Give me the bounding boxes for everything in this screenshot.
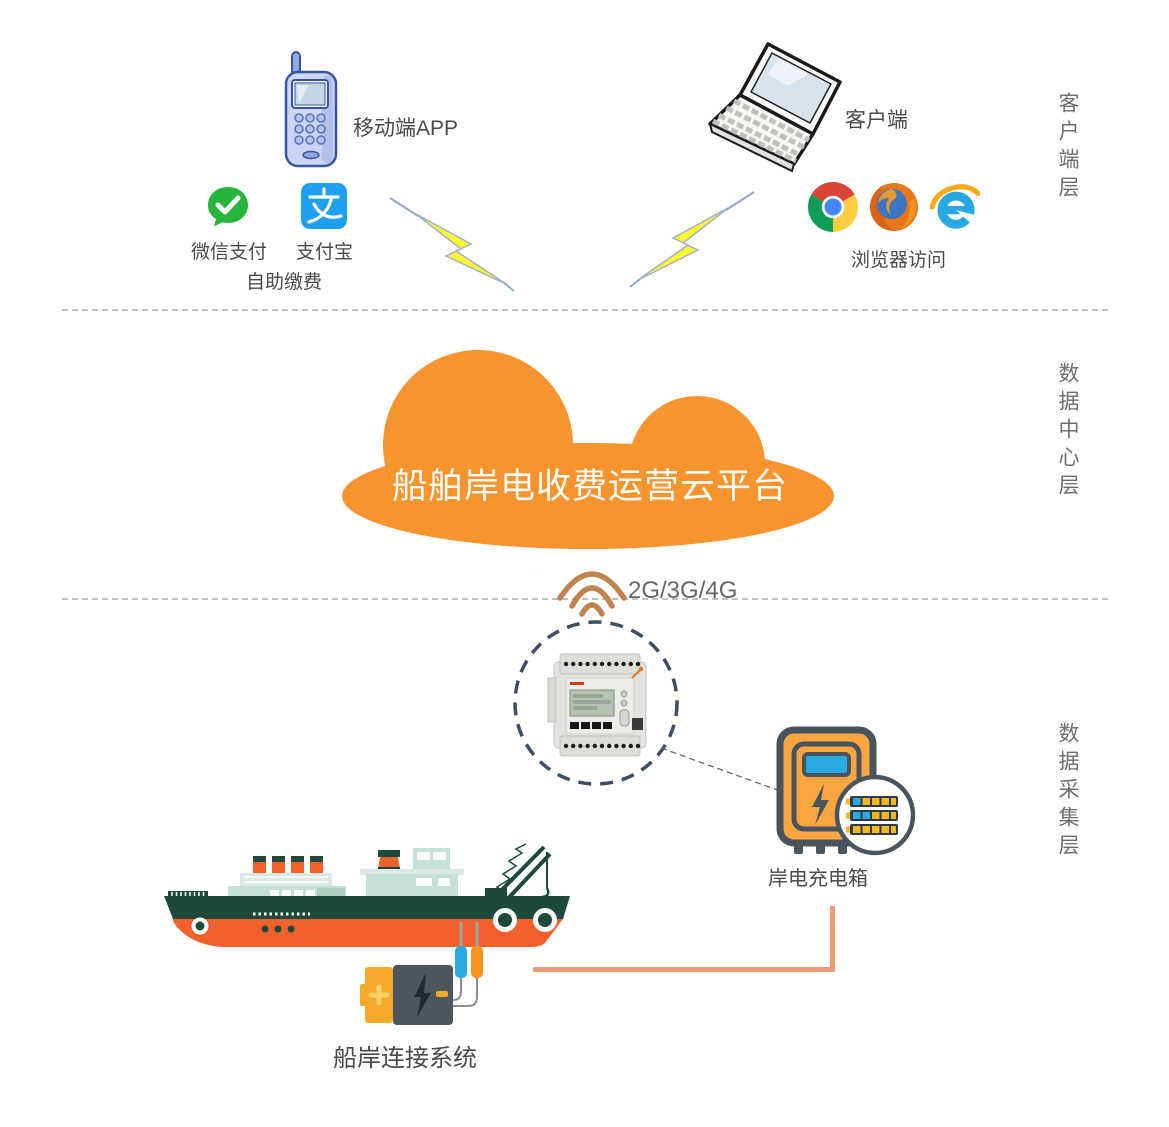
mobile-phone-icon [284, 51, 338, 168]
pc-client-label: 客户端 [845, 109, 908, 132]
charging-cabinet-icon [776, 726, 916, 856]
wifi-signal-icon [557, 571, 627, 617]
lightning-bolt-icon [389, 197, 515, 292]
wechat-pay-label: 微信支付 [191, 242, 268, 263]
lightning-bolt-icon [629, 191, 755, 288]
mobile-app-label: 移动端APP [353, 117, 459, 140]
alipay-icon [301, 183, 347, 229]
layer-divider [62, 309, 1108, 311]
ship-icon [164, 843, 570, 947]
layer-divider [62, 598, 1108, 600]
shore-power-connection-line [533, 906, 835, 972]
dashed-connector-line [660, 747, 784, 793]
energy-meter-icon [547, 653, 647, 757]
firefox-icon [870, 183, 918, 231]
cloud-platform-title: 船舶岸电收费运营云平台 [391, 467, 788, 506]
battery-probes-icon [360, 922, 483, 1025]
data-center-layer-label: 数据中心层 [1056, 362, 1079, 502]
chrome-icon [808, 182, 858, 232]
alipay-label: 支付宝 [296, 242, 354, 263]
ship-shore-connection-label: 船岸连接系统 [333, 1045, 477, 1072]
ie-icon [930, 184, 980, 229]
browser-access-label: 浏览器访问 [851, 250, 947, 271]
dashed-circle [513, 620, 679, 786]
data-collection-layer-label: 数据采集层 [1056, 722, 1079, 862]
wechat-pay-icon [208, 187, 248, 227]
laptop-icon [708, 42, 842, 172]
client-layer-label: 客户端层 [1056, 92, 1079, 204]
network-signal-label: 2G/3G/4G [628, 577, 738, 604]
self-service-payment-label: 自助缴费 [246, 272, 323, 293]
charging-box-label: 岸电充电箱 [768, 868, 868, 890]
cloud-icon [342, 350, 834, 549]
